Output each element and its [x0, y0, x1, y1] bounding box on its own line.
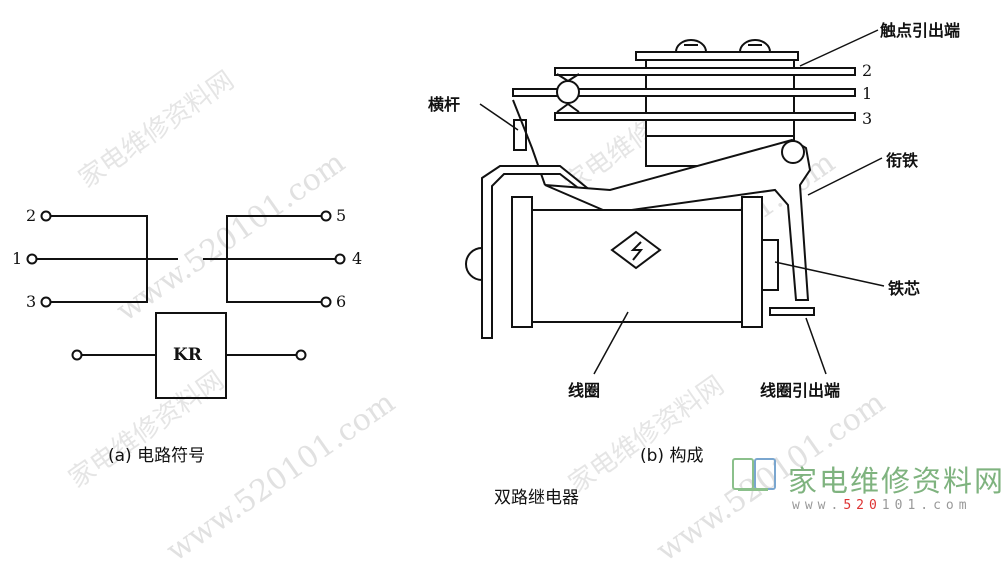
contact-number-1: 1: [862, 84, 873, 103]
contact-upper-cone: [556, 73, 580, 83]
leader-coil-terminals: [805, 317, 827, 375]
terminal-5-circle: [320, 210, 332, 222]
terminal-2-label: 2: [26, 206, 37, 225]
coil-left-flange: [511, 196, 533, 328]
terminal-5-label: 5: [336, 206, 347, 225]
contact-spring-1: [512, 88, 856, 97]
label-contact-terminals: 触点引出端: [880, 21, 961, 40]
contact-number-2: 2: [862, 61, 873, 80]
relay-diagram-svg: [26, 29, 885, 399]
site-logo-url-post: 101.com: [881, 498, 972, 513]
terminal-6-circle: [320, 296, 332, 308]
yoke-frame: [481, 165, 613, 339]
leader-armature: [807, 157, 883, 196]
terminal-1-label: 1: [12, 249, 23, 268]
coil-terminal-left: [71, 349, 83, 361]
diagram-canvas: 家电维修资料网 www.520101.com 家电维修资料网 www.52010…: [12, 21, 1005, 569]
leader-core: [774, 261, 885, 287]
base-knob: [465, 246, 483, 282]
core-end: [761, 239, 779, 291]
coil-right-flange: [741, 196, 763, 328]
site-logo-text: 家电维修资料网: [788, 464, 1005, 498]
crossbar-block: [513, 119, 527, 151]
armature-pivot: [781, 140, 805, 164]
site-logo-icon: [732, 458, 776, 492]
caption-b: (b) 构成: [640, 446, 704, 466]
label-coil: 线圈: [568, 381, 601, 400]
leader-crossbar: [479, 103, 519, 131]
terminal-6-label: 6: [336, 292, 347, 311]
contact-lower-cone: [556, 102, 580, 113]
caption-a: (a) 电路符号: [108, 446, 206, 466]
terminal-2-circle: [40, 210, 52, 222]
coil-terminal-pin: [769, 307, 815, 316]
coil-kr-label: KR: [173, 345, 202, 365]
label-core: 铁芯: [888, 279, 921, 298]
terminal-3-circle: [40, 296, 52, 308]
lightning-mark: [630, 241, 644, 261]
relay-construction: [465, 39, 856, 339]
contact-point: [556, 80, 580, 104]
label-armature: 衔铁: [886, 151, 919, 170]
leader-coil: [593, 311, 629, 375]
leader-lines: [479, 29, 885, 375]
coil-terminal-right: [295, 349, 307, 361]
terminal-3-label: 3: [26, 292, 37, 311]
leader-contact-terminals: [799, 29, 879, 67]
figure-title: 双路继电器: [494, 488, 579, 508]
contact-block-top-plate: [635, 51, 799, 61]
circuit-symbol: [26, 210, 346, 399]
terminal-1-circle: [26, 253, 38, 265]
contact-number-3: 3: [862, 109, 873, 128]
screw-left: [674, 39, 708, 53]
terminal-4-circle: [334, 253, 346, 265]
site-logo-url-pre: www.: [792, 498, 844, 513]
label-coil-terminals: 线圈引出端: [760, 381, 841, 400]
label-crossbar: 横杆: [428, 95, 461, 114]
site-logo-url-red: 520: [843, 498, 882, 513]
contact-spring-2: [554, 67, 856, 76]
armature: [544, 138, 812, 301]
site-logo-url: www.520101.com: [792, 498, 972, 513]
screw-right: [738, 39, 772, 53]
terminal-4-label: 4: [352, 249, 363, 268]
contact-spring-3: [554, 112, 856, 121]
